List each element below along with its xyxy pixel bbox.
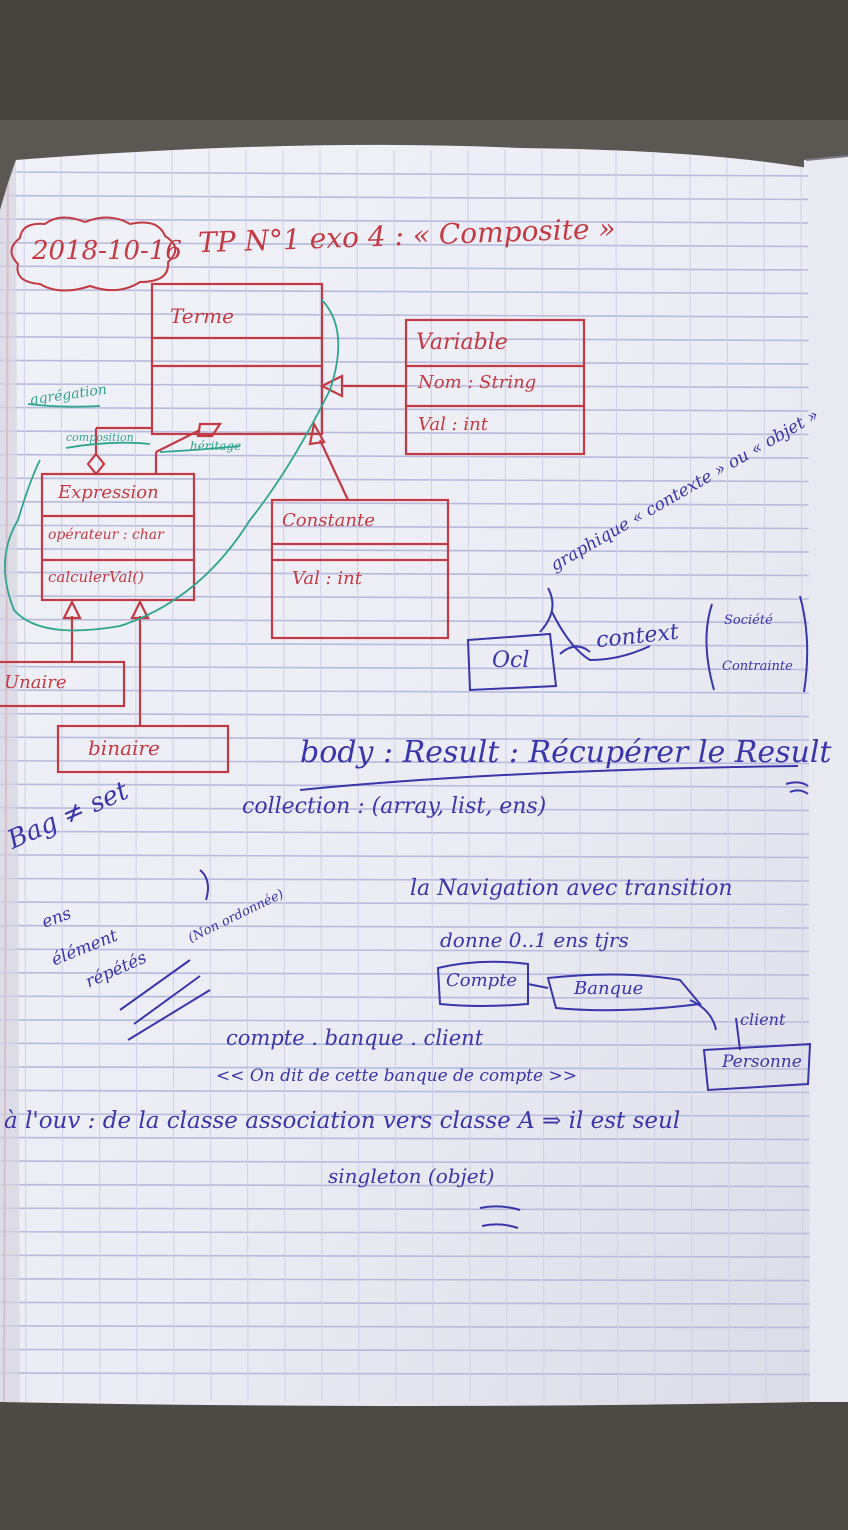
- ocl-label: Ocl: [492, 648, 530, 673]
- variable-attr-nom: Nom : String: [418, 372, 537, 393]
- ruled-line: [0, 1278, 810, 1282]
- grid-column: [652, 149, 656, 1403]
- ruled-line: [0, 1254, 810, 1258]
- uml-diagram: [0, 282, 586, 774]
- label-composition: composition: [66, 431, 134, 444]
- grid-column: [97, 149, 101, 1403]
- banque-box: [546, 973, 702, 1012]
- ruled-line: [0, 1136, 810, 1141]
- ruled-line: [0, 1207, 810, 1211]
- grid-column: [208, 149, 212, 1403]
- ruled-line: [0, 948, 810, 953]
- ruled-line: [0, 1066, 810, 1070]
- unaire-label: Unaire: [4, 672, 67, 693]
- expression-chain-note: << On dit de cette banque de compte >>: [216, 1066, 577, 1086]
- grid-column: [171, 149, 175, 1403]
- compte-box: [436, 960, 529, 1007]
- green-annotations: [4, 299, 340, 632]
- constante-attr: Val : int: [292, 568, 362, 589]
- grid-column: [245, 149, 249, 1403]
- grid-column: [430, 149, 434, 1403]
- ruled-line: [0, 1160, 810, 1164]
- ruled-line: [0, 759, 810, 765]
- grid-columns: [23, 149, 804, 1403]
- ruled-line: [0, 712, 810, 718]
- grid-column: [319, 149, 323, 1403]
- grid-column: [134, 149, 138, 1403]
- grid-column: [356, 149, 360, 1403]
- grid-column: [541, 149, 545, 1403]
- variable-attr-val: Val : int: [418, 414, 488, 435]
- date-cloud: [10, 216, 177, 292]
- next-page-edge: [804, 156, 848, 1402]
- grid-column: [282, 149, 286, 1403]
- ruled-line: [0, 877, 810, 882]
- grid-column: [578, 149, 582, 1403]
- blue-drawings: [119, 587, 812, 1229]
- unaire-class: [0, 660, 126, 708]
- ruled-line: [0, 854, 810, 859]
- variable-label: Variable: [416, 330, 508, 355]
- ruled-line: [0, 689, 810, 694]
- ruled-line: [0, 736, 810, 741]
- grid-column: [726, 149, 730, 1403]
- compte-label: Compte: [446, 970, 518, 991]
- ruled-line: [0, 901, 810, 906]
- client-label: client: [740, 1010, 786, 1029]
- binaire-class: [56, 724, 230, 774]
- expression-class: [40, 472, 196, 602]
- terme-class: [150, 282, 324, 436]
- grid-column: [763, 149, 767, 1403]
- grid-column: [504, 149, 508, 1403]
- expression-chain: compte . banque . client: [226, 1026, 484, 1050]
- ruled-line: [0, 830, 810, 835]
- expression-label: Expression: [58, 482, 159, 503]
- context-note-2: Contrainte: [722, 659, 793, 674]
- grid-column: [689, 149, 693, 1403]
- constante-label: Constante: [282, 510, 375, 531]
- ruled-line: [0, 1113, 810, 1117]
- constante-class: [270, 498, 450, 640]
- binaire-label: binaire: [88, 736, 160, 760]
- personne-box: [702, 1042, 812, 1092]
- ruled-line: [0, 807, 810, 812]
- grid-column: [60, 149, 64, 1403]
- personne-label: Personne: [722, 1052, 802, 1072]
- heading-date: 2018-10-16: [32, 236, 182, 266]
- singleton-line: singleton (objet): [328, 1164, 495, 1188]
- grid-column: [615, 149, 619, 1403]
- ruled-line: [0, 1348, 810, 1352]
- ruled-line: [0, 1089, 810, 1094]
- ruled-line: [0, 971, 810, 976]
- ruled-line: [0, 1018, 810, 1023]
- body-line: body : Result : Récupérer le Result: [300, 735, 832, 770]
- ruled-line: [0, 783, 810, 788]
- ruled-line: [0, 1042, 810, 1047]
- terme-label: Terme: [170, 304, 234, 328]
- banque-label: Banque: [574, 978, 644, 999]
- ruled-line: [0, 1183, 810, 1188]
- expression-attr: opérateur : char: [48, 527, 164, 543]
- label-heritage: héritage: [190, 439, 242, 453]
- ruled-line: [0, 1325, 810, 1329]
- collections-line: collection : (array, list, ens): [242, 794, 547, 819]
- ruled-line: [0, 1301, 810, 1305]
- expression-method: calculerVal(): [48, 568, 144, 586]
- grid-column: [393, 149, 397, 1403]
- navigation-line-1: la Navigation avec transition: [410, 876, 733, 901]
- grid-column: [800, 149, 804, 1403]
- navigation-line-2: donne 0..1 ens tjrs: [440, 928, 629, 952]
- ruled-line: [0, 995, 810, 1000]
- ruled-line: [0, 1372, 810, 1376]
- grid-column: [23, 149, 27, 1403]
- ruled-line: [0, 924, 810, 929]
- ocl-box: [466, 632, 558, 692]
- classe-association-line: à l'ouv : de la classe association vers …: [4, 1108, 681, 1134]
- context-note-1: Société: [724, 613, 773, 628]
- ruled-line: [0, 1230, 810, 1235]
